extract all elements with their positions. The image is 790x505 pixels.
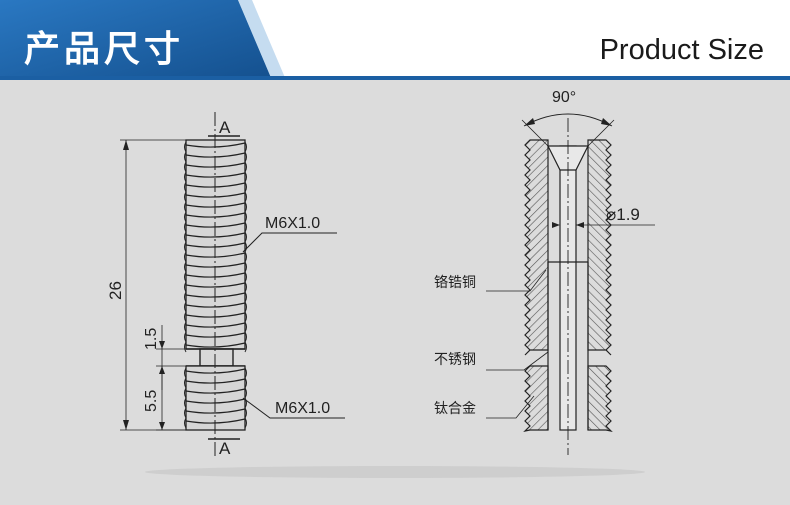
thread-crest <box>244 341 247 353</box>
thread-ridge <box>185 282 246 288</box>
material-top-label: 铬锆铜 <box>434 274 476 290</box>
dim-total-label: 26 <box>106 281 125 300</box>
page-title-chinese: 产品尺寸 <box>24 29 185 70</box>
material-bottom-leader <box>486 395 535 419</box>
thread-crest <box>184 331 187 343</box>
thread-crest <box>184 291 187 303</box>
floor-shadow <box>145 466 645 478</box>
thread-crest <box>244 231 247 243</box>
thread-crest <box>184 201 187 213</box>
material-top-leader <box>486 269 547 292</box>
section-wall <box>524 139 549 356</box>
thread-crest <box>184 261 187 273</box>
thread-bottom-label: M6X1.0 <box>275 400 330 417</box>
thread-crest <box>184 171 187 183</box>
technical-drawing: A A M6X1.0 M6X1.0 26 1.5 <box>106 89 655 478</box>
thread-crest <box>184 151 187 163</box>
thread-crest <box>244 291 247 303</box>
thread-crest <box>184 181 187 193</box>
dim-gap-label: 1.5 <box>143 328 160 350</box>
neck <box>199 348 234 367</box>
drawing-canvas: A A M6X1.0 M6X1.0 26 1.5 <box>0 80 790 501</box>
thread-crest <box>244 331 247 343</box>
material-mid-leader <box>486 351 549 371</box>
section-walls <box>523 139 613 432</box>
header-accent-bar <box>0 76 790 80</box>
thread-ridge <box>185 232 246 238</box>
thread-crest <box>184 231 187 243</box>
thread-crest <box>184 241 187 253</box>
thread-crest <box>244 311 247 323</box>
thread-crest <box>184 417 187 429</box>
thread-crest <box>184 321 187 333</box>
thread-crest <box>244 377 247 389</box>
thread-ridge <box>185 408 246 414</box>
thread-crest <box>184 397 187 409</box>
angle-label: 90° <box>552 89 576 106</box>
material-mid-label: 不锈钢 <box>434 351 476 367</box>
thread-crest <box>184 387 187 399</box>
dim-bottom-label: 5.5 <box>143 390 160 412</box>
thread-crest <box>244 321 247 333</box>
thread-crest <box>244 387 247 399</box>
thread-crest <box>184 301 187 313</box>
thread-crest <box>184 271 187 283</box>
thread-crest <box>244 281 247 293</box>
thread-crest <box>184 221 187 233</box>
thread-ridge <box>185 172 246 178</box>
thread-crest <box>244 211 247 223</box>
thread-crest <box>244 397 247 409</box>
section-wall <box>523 365 549 432</box>
thread-crest <box>184 367 187 379</box>
thread-crest <box>244 201 247 213</box>
thread-crest <box>184 251 187 263</box>
thread-crest <box>184 377 187 389</box>
cross-section-view: 90° ⌀1.9 铬锆铜 不锈钢 钛合金 <box>434 89 655 455</box>
header: 产品尺寸 Product Size <box>0 0 790 80</box>
thread-bottom-leader <box>242 397 345 419</box>
thread-crest <box>184 341 187 353</box>
side-view: A A M6X1.0 M6X1.0 26 1.5 <box>106 112 345 458</box>
thread-crest <box>244 407 247 419</box>
thread-crest <box>244 221 247 233</box>
thread-crest <box>184 141 187 153</box>
diameter-label: ⌀1.9 <box>606 205 640 224</box>
thread-top-leader <box>242 232 337 253</box>
thread-crest <box>244 151 247 163</box>
thread-crest <box>244 181 247 193</box>
thread-crest <box>244 161 247 173</box>
section-wall <box>587 139 612 356</box>
thread-crest <box>184 161 187 173</box>
thread-crest <box>244 261 247 273</box>
thread-crest <box>184 191 187 203</box>
material-bottom-label: 钛合金 <box>434 400 476 416</box>
thread-crest <box>244 367 247 379</box>
thread-crest <box>184 211 187 223</box>
thread-crest <box>244 191 247 203</box>
thread-crest <box>184 407 187 419</box>
thread-crest <box>244 417 247 429</box>
thread-top-label: M6X1.0 <box>265 215 320 232</box>
thread-ridge <box>185 342 246 348</box>
thread-crest <box>244 251 247 263</box>
thread-crest <box>184 311 187 323</box>
thread-crest <box>244 141 247 153</box>
thread-crest <box>184 281 187 293</box>
thread-crest <box>244 241 247 253</box>
thread-crest <box>244 171 247 183</box>
thread-crest <box>244 301 247 313</box>
thread-crest <box>244 271 247 283</box>
title-banner <box>0 0 286 80</box>
section-marker-bottom: A <box>219 439 231 458</box>
page-title-english: Product Size <box>599 34 764 66</box>
section-wall <box>587 365 613 432</box>
section-marker-top: A <box>219 118 231 137</box>
